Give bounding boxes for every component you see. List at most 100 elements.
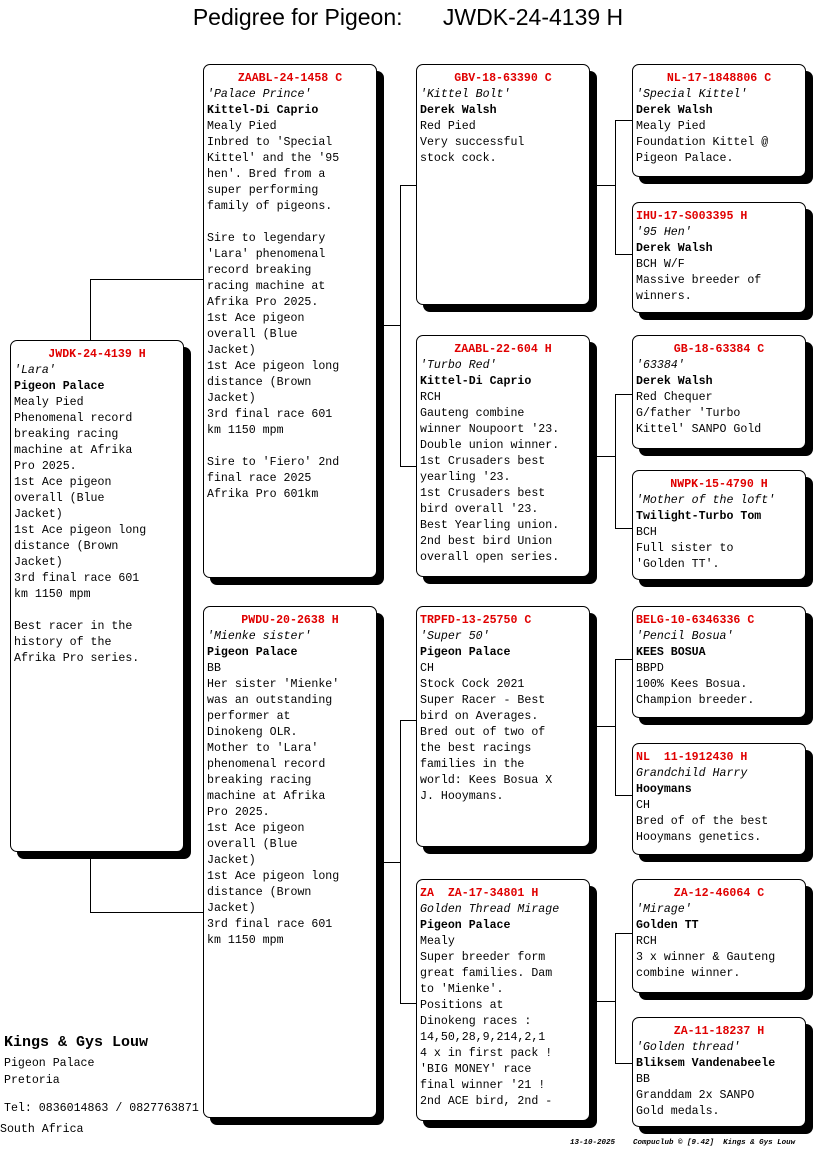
description-line: 1st Crusaders best — [420, 455, 546, 468]
pigeon-name: '95 Hen' — [636, 226, 692, 239]
connector-line — [90, 279, 203, 280]
description-line: performer at — [207, 710, 291, 723]
owner-country: South Africa — [0, 1123, 84, 1136]
pigeon-card-dam[interactable]: PWDU-20-2638 H'Mienke sister'Pigeon Pala… — [203, 606, 377, 1118]
pigeon-card-sss[interactable]: NL-17-1848806 C'Special Kittel'Derek Wal… — [632, 64, 806, 177]
description-line: BB — [207, 662, 221, 675]
description-line: Best Yearling union. — [420, 519, 560, 532]
pigeon-name: 'Golden thread' — [636, 1041, 741, 1054]
breeder: KEES BOSUA — [636, 646, 706, 659]
description-line: 'BIG MONEY' race — [420, 1063, 532, 1076]
description-line: Dinokeng races : — [420, 1015, 532, 1028]
description-line: Bred of of the best — [636, 815, 769, 828]
connector-line — [615, 120, 632, 121]
connector-line — [400, 185, 416, 186]
description-line: CH — [636, 799, 650, 812]
description-line: km 1150 mpm — [207, 934, 284, 947]
description-line: BBPD — [636, 662, 664, 675]
description-line: 1st Ace pigeon — [207, 312, 305, 325]
connector-line — [615, 120, 616, 255]
breeder: Derek Walsh — [636, 375, 713, 388]
description-line: Super breeder form — [420, 951, 546, 964]
description-line: km 1150 mpm — [207, 424, 284, 437]
pigeon-card-sdd[interactable]: NWPK-15-4790 H'Mother of the loft'Twilig… — [632, 470, 806, 580]
connector-line — [615, 394, 632, 395]
description-line: km 1150 mpm — [14, 588, 91, 601]
ring-number: IHU-17-S003395 H — [636, 210, 748, 223]
description-line: Red Chequer — [636, 391, 713, 404]
description-line — [207, 439, 373, 455]
pigeon-card-sire-dam[interactable]: ZAABL-22-604 H 'Turbo Red' Kittel-Di Capri… — [416, 335, 590, 577]
pigeon-name: 'Palace Prince' — [207, 88, 312, 101]
description-line: Pro 2025. — [207, 806, 270, 819]
connector-line — [615, 1063, 632, 1064]
breeder: Pigeon Palace — [420, 646, 511, 659]
description-line: record breaking — [207, 264, 312, 277]
pigeon-name: 'Special Kittel' — [636, 88, 748, 101]
description-line: overall (Blue — [207, 838, 298, 851]
pigeon-card-dss[interactable]: BELG-10-6346336 C'Pencil Bosua'KEES BOSU… — [632, 606, 806, 718]
description-line — [14, 603, 180, 619]
owner-info: Kings & Gys Louw Pigeon Palace Pretoria … — [4, 1034, 199, 1117]
description-line: Jacket) — [14, 508, 63, 521]
description-line: Best racer in the — [14, 620, 133, 633]
connector-line — [615, 933, 616, 1064]
breeder: Bliksem Vandenabeele — [636, 1057, 776, 1070]
pigeon-name: Golden Thread Mirage — [420, 903, 560, 916]
description-line: Mealy Pied — [207, 120, 277, 133]
breeder: Kittel-Di Caprio — [420, 375, 532, 388]
ring-number: NL-17-1848806 C — [666, 72, 772, 85]
ring-number: BELG-10-6346336 C — [636, 614, 755, 627]
breeder: Pigeon Palace — [14, 380, 105, 393]
description-line: Mealy Pied — [636, 120, 706, 133]
pigeon-name: 'Turbo Red' — [420, 359, 497, 372]
connector-line — [615, 659, 632, 660]
pigeon-card-sire[interactable]: ZAABL-24-1458 C'Palace Prince'Kittel-Di … — [203, 64, 377, 578]
description-line: breaking racing — [207, 774, 312, 787]
description-line: Positions at — [420, 999, 504, 1012]
pigeon-name: '63384' — [636, 359, 685, 372]
description-line: Afrika Pro 2025. — [207, 296, 319, 309]
description-line: family of pigeons. — [207, 200, 333, 213]
description-line: Gauteng combine — [420, 407, 525, 420]
description-line — [207, 215, 373, 231]
description-line: Bred out of two of — [420, 726, 546, 739]
description-line: machine at Afrika — [14, 444, 133, 457]
description-line: breaking racing — [14, 428, 119, 441]
description-line: Super Racer - Best — [420, 694, 546, 707]
footer-date: 13-10-2025 — [570, 1139, 616, 1147]
description-line: 3 x winner & Gauteng — [636, 951, 776, 964]
description-line: Pro 2025. — [14, 460, 77, 473]
description-line: Champion breeder. — [636, 694, 755, 707]
description-line: hen'. Bred from a — [207, 168, 326, 181]
description-line: the best racings — [420, 742, 532, 755]
pigeon-name: 'Mienke sister' — [207, 630, 312, 643]
description-line: 3rd final race 601 — [207, 918, 333, 931]
pigeon-name: 'Mother of the loft' — [636, 494, 776, 507]
ring-number: ZAABL-22-604 H — [454, 343, 552, 356]
connector-line — [590, 726, 615, 727]
connector-line — [590, 456, 615, 457]
description-line: RCH — [636, 935, 657, 948]
description-line: great families. Dam — [420, 967, 553, 980]
ring-number: NWPK-15-4790 H — [670, 478, 768, 491]
description-line: Massive breeder of — [636, 274, 762, 287]
pigeon-card-ddd[interactable]: ZA-11-18237 H'Golden thread'Bliksem Vand… — [632, 1017, 806, 1127]
description-line: combine winner. — [636, 967, 741, 980]
description-line: Mother to 'Lara' — [207, 742, 319, 755]
description-line: Mealy — [420, 935, 455, 948]
description-line: Stock Cock 2021 — [420, 678, 525, 691]
connector-line — [377, 325, 400, 326]
description-line: 1st Ace pigeon — [207, 822, 305, 835]
description-line: Afrika Pro 601km — [207, 488, 319, 501]
breeder: Golden TT — [636, 919, 699, 932]
